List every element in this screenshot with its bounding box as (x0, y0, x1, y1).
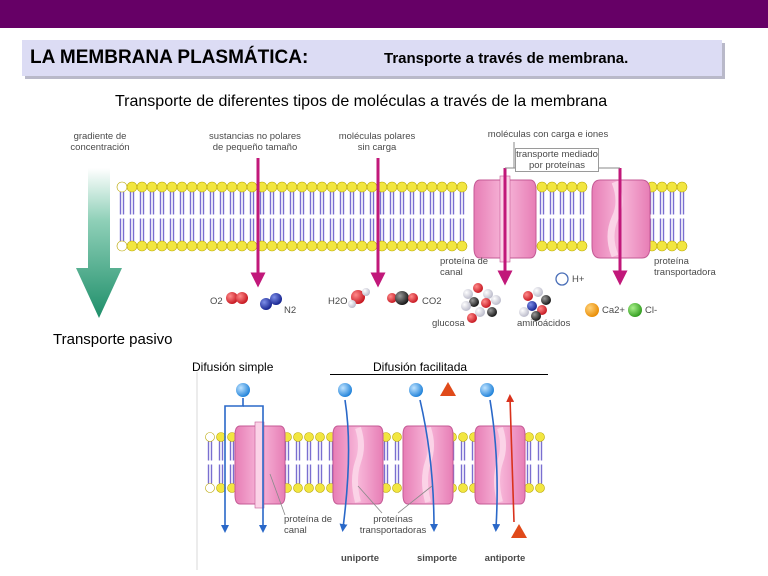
facilitated-diffusion-underline (330, 374, 548, 375)
passive-channel-protein-label: proteína de canal (284, 514, 333, 536)
passive-transport-title: Transporte pasivo (53, 331, 173, 348)
glucose-label: glucosa (432, 318, 465, 329)
amino-acid-molecule-icon (519, 287, 551, 321)
symport-solute-icon (409, 383, 423, 397)
top-bar (0, 0, 768, 28)
antiport-solute-icon (480, 383, 494, 397)
antiport-cosolute-icon (511, 524, 527, 538)
concentration-gradient-arrow (76, 168, 122, 318)
simple-diffusion-heading: Difusión simple (192, 360, 274, 374)
carrier-protein-label: proteína transportadora (654, 256, 716, 278)
co2-label: CO2 (422, 296, 442, 307)
chloride-ion-icon (628, 303, 642, 317)
o2-molecule-icon (226, 292, 248, 304)
proton-icon (555, 272, 569, 286)
antiport-path-down (489, 399, 501, 532)
amino-acids-label: aminoácidos (517, 318, 571, 329)
polar-label: moléculas polares sin carga (338, 131, 416, 153)
antiport-path-up (506, 394, 515, 523)
uniport-label: uniporte (341, 553, 379, 564)
carrier-proteins-label: proteínas transportadoras (359, 514, 427, 536)
o2-label: O2 (210, 296, 223, 307)
symport-cosolute-icon (440, 382, 456, 396)
page-title: LA MEMBRANA PLASMÁTICA: (30, 47, 309, 68)
proton-label: H+ (572, 274, 585, 285)
calcium-label: Ca2+ (602, 305, 625, 316)
solute-ball-icon (236, 383, 250, 397)
title-box: LA MEMBRANA PLASMÁTICA: Transporte a tra… (22, 40, 722, 76)
channel-protein-label: proteína de canal (440, 256, 489, 278)
uniport-solute-icon (338, 383, 352, 397)
main-diagram-caption: Transporte de diferentes tipos de molécu… (115, 93, 608, 110)
h2o-label: H2O (328, 296, 348, 307)
chloride-label: Cl- (645, 305, 658, 316)
gradient-label: gradiente de concentración (70, 131, 130, 153)
mediated-transport-label: transporte mediado por proteínas (515, 148, 599, 172)
n2-molecule-icon (260, 293, 282, 310)
nonpolar-label: sustancias no polares de pequeño tamaño (209, 131, 301, 153)
antiport-label: antiporte (484, 553, 526, 564)
uniport-path (339, 399, 350, 532)
h2o-molecule-icon (348, 288, 370, 308)
symport-label: simporte (416, 553, 458, 564)
transport-arrows-main (250, 158, 628, 288)
passive-transport-proteins (234, 421, 526, 509)
facilitated-diffusion-heading: Difusión facilitada (373, 360, 468, 374)
page-subtitle: Transporte a través de membrana. (384, 50, 629, 67)
symport-path (419, 399, 438, 532)
n2-label: N2 (284, 305, 297, 316)
glucose-molecule-icon (461, 283, 501, 323)
charged-label: moléculas con carga e iones (487, 129, 609, 140)
simple-diffusion-path (221, 398, 267, 533)
co2-molecule-icon (387, 291, 418, 305)
calcium-ion-icon (585, 303, 599, 317)
